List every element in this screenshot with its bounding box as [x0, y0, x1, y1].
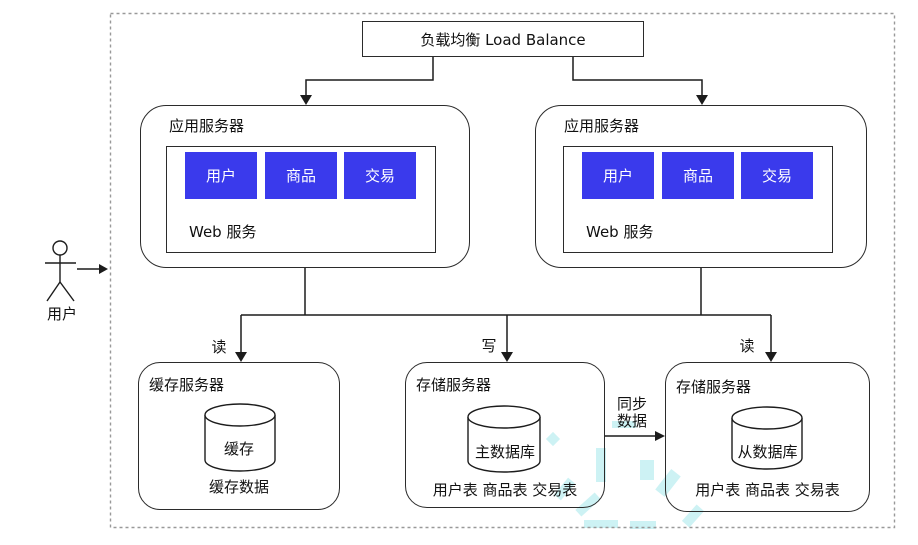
module-user: 用户 — [582, 152, 654, 199]
load-balancer-label: 负载均衡 Load Balance — [420, 30, 586, 49]
arrowhead — [765, 352, 777, 362]
web-service-container-left: 用户 商品 交易 Web 服务 — [166, 146, 436, 253]
watermark-fragment — [630, 521, 656, 529]
edge-label-sync-line1: 同步 — [616, 395, 647, 413]
module-trade: 交易 — [741, 152, 813, 199]
user-actor-icon — [45, 240, 76, 302]
module-user: 用户 — [185, 152, 257, 199]
app-server-right-title: 应用服务器 — [564, 117, 640, 135]
master-db-server-node: 存储服务器 主数据库 用户表 商品表 交易表 — [405, 362, 605, 508]
slave-db-server-node: 存储服务器 从数据库 用户表 商品表 交易表 — [665, 362, 870, 512]
master-db-server-title: 存储服务器 — [416, 376, 492, 394]
web-service-container-right: 用户 商品 交易 Web 服务 — [563, 146, 833, 253]
app-server-left-title: 应用服务器 — [169, 117, 245, 135]
edge-lb-to-left-app — [305, 57, 434, 95]
cache-cylinder-label: 缓存 — [223, 440, 254, 458]
slave-db-caption: 用户表 商品表 交易表 — [695, 481, 840, 499]
user-actor-label: 用户 — [46, 305, 77, 323]
arrowhead — [300, 95, 312, 105]
edge-label-write-master: 写 — [481, 337, 497, 355]
edge-label-read-slave: 读 — [739, 337, 755, 355]
watermark-fragment — [640, 460, 654, 480]
edge-label-sync-line2: 数据 — [616, 411, 647, 430]
arrowhead — [501, 352, 513, 362]
slave-db-server-title: 存储服务器 — [676, 378, 752, 396]
cache-server-title: 缓存服务器 — [149, 376, 225, 394]
load-balancer-node: 负载均衡 Load Balance — [362, 21, 644, 57]
arrowhead — [696, 95, 708, 105]
edge-label-sync: 同步 数据 — [612, 396, 652, 429]
web-service-label-left: Web 服务 — [189, 223, 257, 241]
edge-lb-to-right-app — [572, 57, 703, 95]
slave-db-cylinder-label: 从数据库 — [737, 443, 798, 461]
cache-caption: 缓存数据 — [208, 478, 269, 496]
module-product: 商品 — [265, 152, 337, 199]
cache-server-node: 缓存服务器 缓存 缓存数据 — [138, 362, 340, 510]
web-service-label-right: Web 服务 — [586, 223, 654, 241]
master-db-cylinder-label: 主数据库 — [474, 443, 535, 461]
app-server-right-node: 应用服务器 用户 商品 交易 Web 服务 — [535, 105, 867, 268]
arrowhead — [235, 352, 247, 362]
master-db-caption: 用户表 商品表 交易表 — [432, 481, 578, 499]
edge-label-read-cache: 读 — [211, 338, 227, 356]
arrowhead — [99, 264, 108, 274]
module-product: 商品 — [662, 152, 734, 199]
watermark-fragment — [584, 520, 618, 528]
module-trade: 交易 — [344, 152, 416, 199]
arrowhead — [655, 431, 665, 441]
app-server-left-node: 应用服务器 用户 商品 交易 Web 服务 — [140, 105, 470, 268]
